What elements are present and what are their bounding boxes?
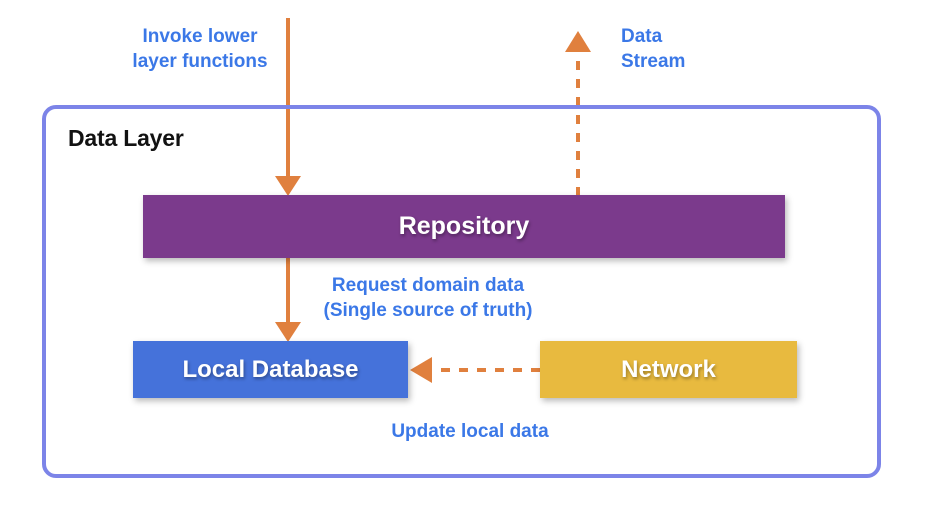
edge-label-invoke-lower-layer-functions: Invoke lower layer functions [132,26,268,73]
node-network[interactable]: Network [540,341,797,398]
node-repository-label: Repository [398,212,530,240]
edge-label-request-domain-data: Request domain data (Single source of tr… [323,275,533,322]
edge-label-data-stream: Data Stream [621,26,686,73]
node-local-database[interactable]: Local Database [133,341,408,398]
arrow-invoke-lower-layer-functions [275,18,301,196]
arrow-request-domain-data [275,258,301,342]
data-layer-container [42,105,881,478]
node-network-label: Network [621,355,716,383]
node-local-database-label: Local Database [182,355,359,383]
edge-label-update-local-data: Update local data [391,421,549,442]
node-repository[interactable]: Repository [143,195,785,258]
arrow-update-local-data [410,357,540,383]
arrow-data-stream [565,31,591,196]
data-layer-title: Data Layer [68,125,184,151]
